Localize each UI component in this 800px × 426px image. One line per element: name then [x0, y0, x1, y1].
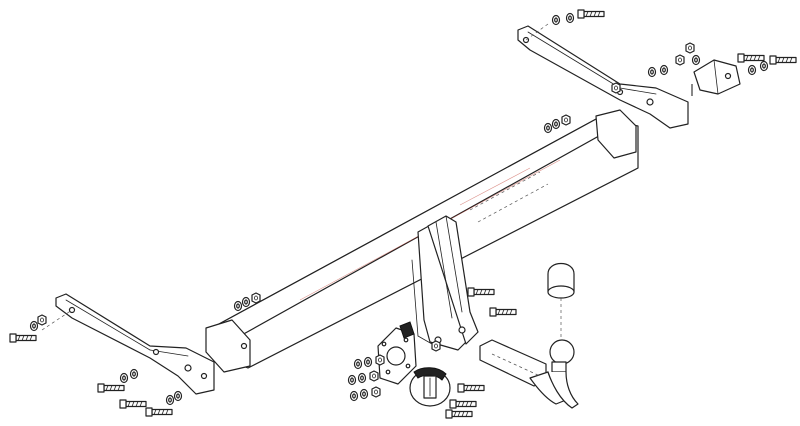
socket-mounting-plate	[377, 321, 417, 385]
electrical-socket	[409, 367, 451, 407]
tow-ball-cap	[547, 262, 575, 338]
fastener-group-tube-right	[543, 114, 571, 134]
right-side-bracket	[517, 23, 689, 129]
left-side-bracket	[41, 293, 215, 395]
right-auxiliary-bracket	[691, 59, 741, 96]
tow-ball-neck	[479, 339, 579, 409]
center-hitch-bracket	[411, 215, 479, 351]
